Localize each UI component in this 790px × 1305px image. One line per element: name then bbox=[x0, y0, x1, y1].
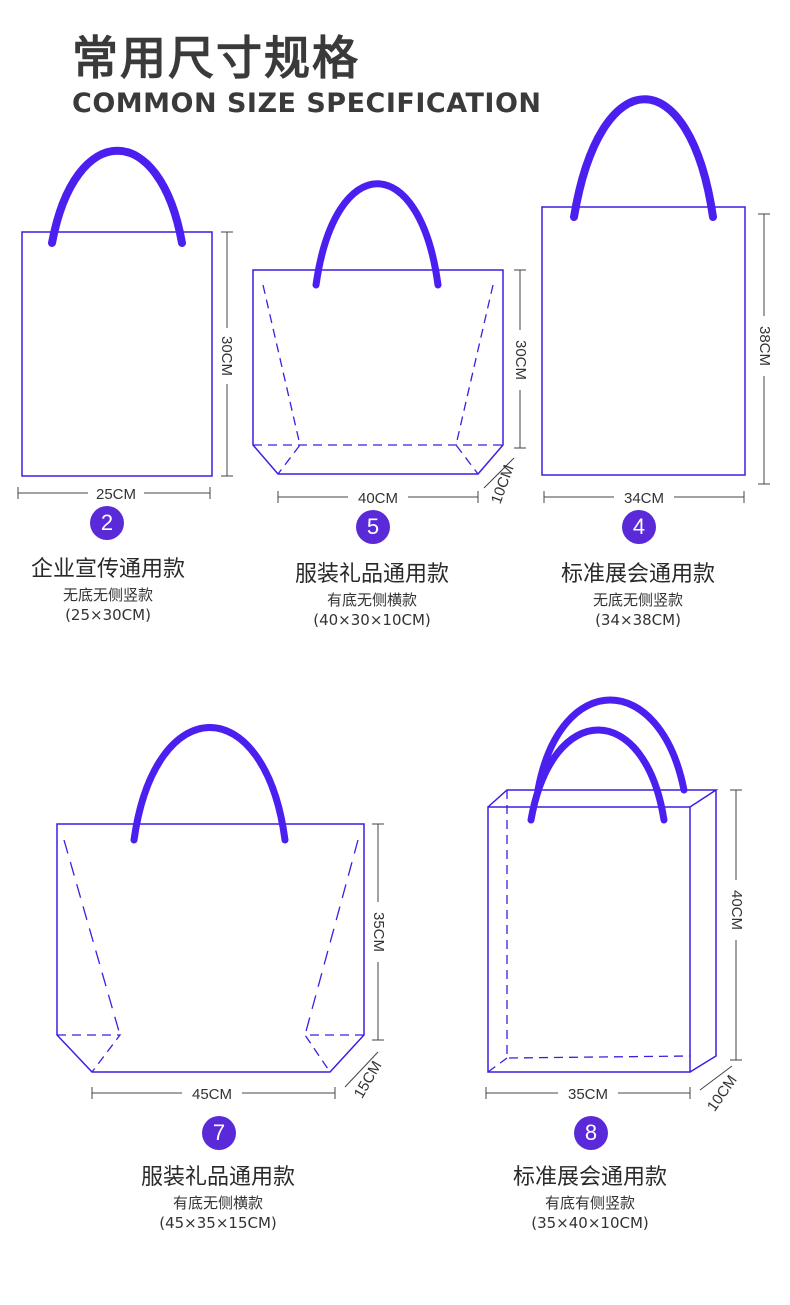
bag-size: (35×40×10CM) bbox=[531, 1214, 649, 1232]
bag-name: 服装礼品通用款 bbox=[140, 1165, 295, 1190]
handle-icon bbox=[130, 724, 289, 844]
bag-size: (25×30CM) bbox=[65, 606, 151, 624]
bag-2-diagram: 25CM 30CM bbox=[17, 147, 236, 503]
height-label: 30CM bbox=[512, 340, 529, 380]
bag-8-diagram: 35CM 40CM 10CM bbox=[485, 696, 745, 1115]
bag-type: 无底无侧竖款 bbox=[592, 591, 683, 609]
handle-icon bbox=[527, 726, 668, 824]
width-label: 34CM bbox=[624, 490, 664, 507]
depth-label: 15CM bbox=[351, 1058, 386, 1101]
bag-type: 无底无侧竖款 bbox=[62, 586, 153, 604]
handle-icon bbox=[48, 147, 186, 247]
bag-type: 有底无侧横款 bbox=[172, 1194, 263, 1212]
bag-label: 标准展会通用款 无底无侧竖款 (34×38CM) bbox=[508, 560, 768, 630]
width-label: 35CM bbox=[568, 1086, 608, 1103]
bag-5-diagram: 40CM 30CM 10CM bbox=[252, 180, 529, 507]
height-label: 38CM bbox=[756, 326, 773, 366]
number-badge: 2 bbox=[90, 506, 124, 540]
height-label: 35CM bbox=[370, 912, 387, 952]
handle-icon bbox=[312, 180, 442, 289]
height-label: 40CM bbox=[728, 890, 745, 930]
bag-label: 服装礼品通用款 有底无侧横款 (45×35×15CM) bbox=[88, 1163, 348, 1233]
bag-size: (45×35×15CM) bbox=[159, 1214, 277, 1232]
bag-name: 服装礼品通用款 bbox=[294, 562, 449, 587]
bag-type: 有底有侧竖款 bbox=[544, 1194, 635, 1212]
bag-4-diagram: 34CM 38CM bbox=[541, 95, 773, 507]
depth-label: 10CM bbox=[704, 1072, 741, 1115]
height-label: 30CM bbox=[218, 336, 235, 376]
width-label: 45CM bbox=[192, 1086, 232, 1103]
width-label: 40CM bbox=[358, 490, 398, 507]
bag-name: 企业宣传通用款 bbox=[30, 557, 185, 582]
handle-icon bbox=[570, 95, 717, 221]
page-subtitle: COMMON SIZE SPECIFICATION bbox=[72, 88, 542, 119]
number-badge: 8 bbox=[574, 1116, 608, 1150]
bag-label: 标准展会通用款 有底有侧竖款 (35×40×10CM) bbox=[460, 1163, 720, 1233]
bag-name: 标准展会通用款 bbox=[512, 1165, 667, 1190]
handle-icon bbox=[534, 696, 688, 794]
width-label: 25CM bbox=[96, 486, 136, 503]
bag-name: 标准展会通用款 bbox=[560, 562, 715, 587]
bag-label: 服装礼品通用款 有底无侧横款 (40×30×10CM) bbox=[242, 560, 502, 630]
number-badge: 5 bbox=[356, 510, 390, 544]
page-title: 常用尺寸规格 bbox=[72, 31, 360, 85]
bag-7-diagram: 45CM 35CM 15CM bbox=[56, 724, 387, 1103]
bag-size: (40×30×10CM) bbox=[313, 611, 431, 629]
bag-type: 有底无侧横款 bbox=[326, 591, 417, 609]
number-badge: 7 bbox=[202, 1116, 236, 1150]
depth-label: 10CM bbox=[488, 463, 518, 506]
bag-label: 企业宣传通用款 无底无侧竖款 (25×30CM) bbox=[0, 555, 238, 625]
number-badge: 4 bbox=[622, 510, 656, 544]
bag-size: (34×38CM) bbox=[595, 611, 681, 629]
